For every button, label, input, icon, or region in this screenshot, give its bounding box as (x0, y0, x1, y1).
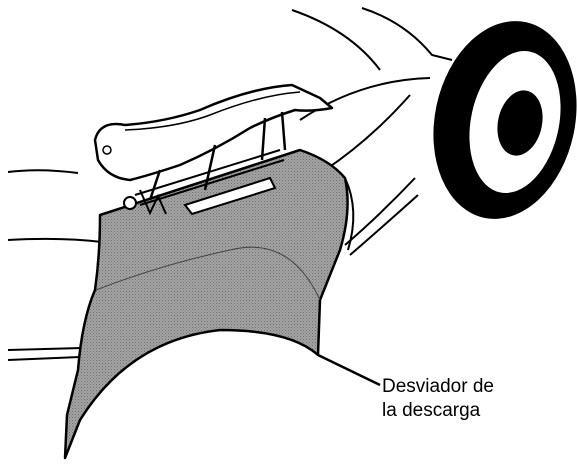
lever-handle (93, 83, 334, 182)
lever-arm-right (260, 117, 267, 161)
grass-lines (7, 169, 103, 361)
hinge-rod (134, 149, 281, 196)
grass-line-1 (7, 169, 79, 174)
grass-line-3 (7, 347, 83, 351)
hinge-bracket (183, 176, 277, 216)
grass-line-2 (7, 237, 103, 243)
hinge-rod-2 (139, 159, 285, 206)
deflector-right-edge (344, 177, 355, 251)
body-arc-top (361, 7, 453, 61)
mower-rear-wheel-icon (433, 21, 577, 219)
lever-arm-left (148, 169, 162, 201)
rear-door-handle-icon (93, 83, 334, 201)
hinge-spring (139, 189, 167, 216)
body-edge-line (324, 94, 411, 171)
wheel-hub-center (497, 90, 543, 156)
deflector-fold-line (95, 246, 321, 301)
body-lower-edge-2 (349, 194, 419, 256)
callout-label: Desviador de la descarga (382, 376, 499, 421)
deflector-flap (63, 148, 349, 460)
grass-line-4 (7, 356, 81, 361)
callout-leader-line (317, 353, 381, 387)
callout-label-line2: la descarga (382, 400, 481, 421)
lever-arm-right-2 (280, 111, 287, 151)
deflector-hinge (123, 149, 285, 216)
discharge-deflector-icon (63, 148, 355, 460)
body-lower-edge (344, 177, 416, 246)
lever-grip-hole (102, 145, 112, 155)
callout-label-line1: Desviador de (382, 376, 494, 397)
body-arc-upper (291, 9, 381, 71)
hinge-pin-left (123, 196, 137, 210)
lever-grip-ridge (124, 91, 301, 131)
lever-arm-mid (203, 144, 217, 191)
